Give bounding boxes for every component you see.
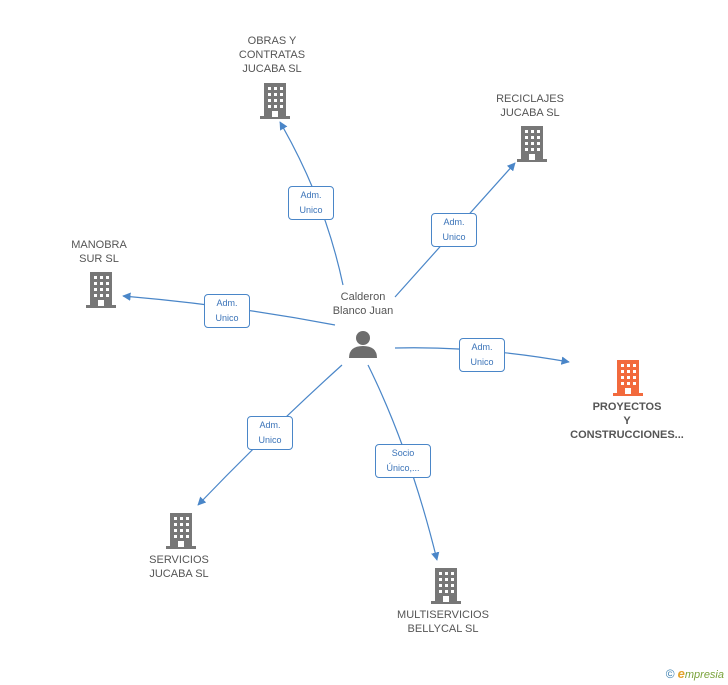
edge-label-manobra[interactable]: Adm. Unico bbox=[204, 294, 250, 328]
node-label-proyectos[interactable]: PROYECTOS Y CONSTRUCCIONES... bbox=[570, 401, 684, 441]
edge-label-obras[interactable]: Adm. Unico bbox=[288, 186, 334, 220]
building-icon[interactable] bbox=[86, 272, 116, 308]
building-icon[interactable] bbox=[260, 83, 290, 119]
edge-label-servicios[interactable]: Adm. Unico bbox=[247, 416, 293, 450]
node-label-reciclajes[interactable]: RECICLAJES JUCABA SL bbox=[496, 93, 564, 119]
center-person-name[interactable]: Calderon Blanco Juan bbox=[332, 291, 394, 317]
edge-label-multiservicios[interactable]: Socio Único,... bbox=[375, 444, 431, 478]
brand-name: mpresia bbox=[684, 669, 724, 681]
building-icon[interactable] bbox=[166, 513, 196, 549]
node-label-multiservicios[interactable]: MULTISERVICIOS BELLYCAL SL bbox=[397, 609, 489, 635]
brand-initial: e bbox=[677, 666, 685, 681]
building-icon[interactable] bbox=[613, 360, 643, 396]
brand-footer: © empresia bbox=[666, 666, 724, 681]
node-label-servicios[interactable]: SERVICIOS JUCABA SL bbox=[149, 554, 209, 580]
node-label-manobra[interactable]: MANOBRA SUR SL bbox=[71, 239, 127, 265]
node-label-obras[interactable]: OBRAS Y CONTRATAS JUCABA SL bbox=[238, 35, 306, 75]
brand-logo: empresia bbox=[678, 666, 724, 681]
person-icon[interactable] bbox=[348, 330, 378, 358]
edge-label-proyectos[interactable]: Adm. Unico bbox=[459, 338, 505, 372]
building-icon[interactable] bbox=[431, 568, 461, 604]
building-icon[interactable] bbox=[517, 126, 547, 162]
copyright-icon: © bbox=[665, 666, 675, 681]
edge-label-reciclajes[interactable]: Adm. Unico bbox=[431, 213, 477, 247]
